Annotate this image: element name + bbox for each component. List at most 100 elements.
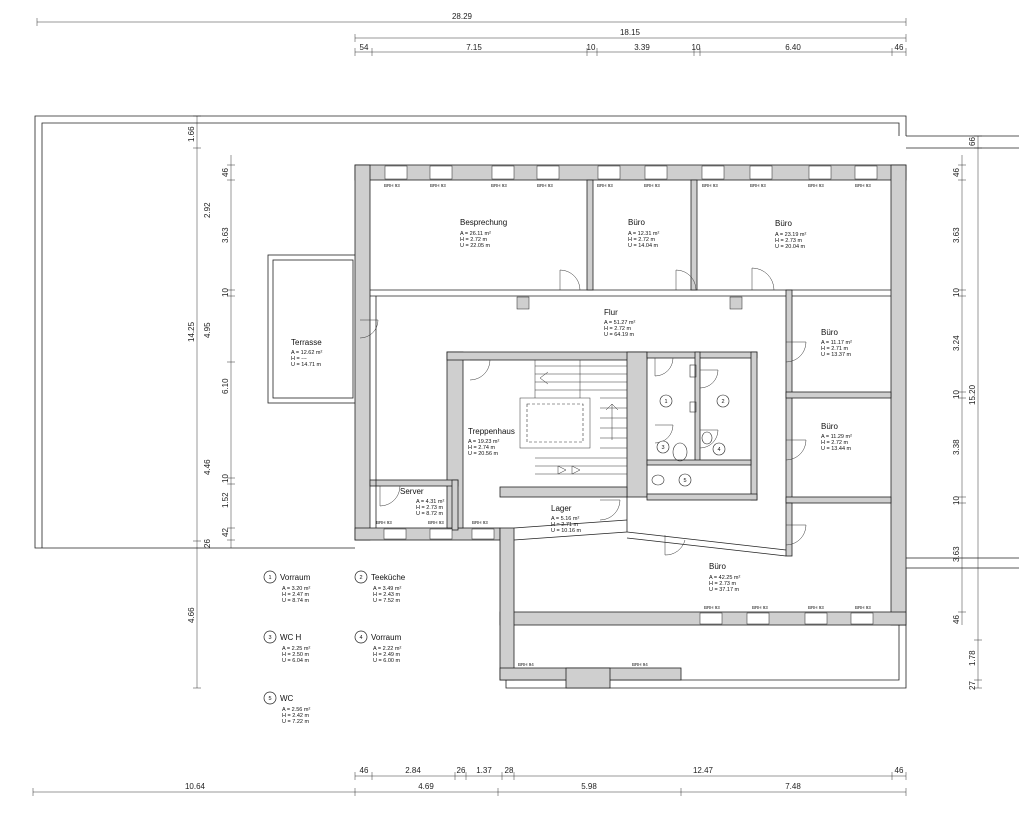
- brh-labels-top: BRH 93 BRH 93 BRH 93 BRH 93 BRH 93 BRH 9…: [384, 183, 871, 188]
- dim-bot-seg-4: 28: [505, 766, 514, 775]
- bottom-windows: [383, 528, 874, 625]
- dim-bot-seg-0: 46: [360, 766, 369, 775]
- legend-perimeter: U = 6.00 m: [373, 658, 400, 664]
- dim-right-outer-2: 1.78: [968, 650, 977, 666]
- legend-number: 4: [359, 635, 362, 641]
- room-buero-2: Büro A = 23.19 m² H = 2.73 m U = 20.04 m: [775, 219, 807, 250]
- doors: [359, 267, 807, 556]
- room-area: A = 5.16 m²: [551, 516, 579, 522]
- room-buero-5: Büro A = 42.25 m² H = 2.73 m U = 37.17 m: [709, 562, 741, 593]
- room-height: H = 2.73 m: [416, 505, 443, 511]
- room-area: A = 4.31 m²: [416, 499, 444, 505]
- room-flur: Flur A = 51.27 m² H = 2.72 m U = 64.19 m: [604, 308, 636, 338]
- room-terrasse: Terrasse A = 12.62 m² H = --- U = 14.71 …: [291, 338, 323, 368]
- left-dimensions: 1.66 14.25 4.66 46 2.92 3.63 10 4.95 6.1…: [187, 115, 235, 689]
- dim-bot-lower-0: 10.64: [185, 782, 206, 791]
- legend-item-5: 5 WC A = 2.56 m² H = 2.42 m U = 7.22 m: [263, 691, 310, 725]
- dim-top-seg-1: 7.15: [466, 43, 482, 52]
- terrasse-area: [267, 254, 359, 404]
- dim-bot-seg-3: 1.37: [476, 766, 492, 775]
- brh-label: BRH 93: [644, 183, 660, 188]
- dim-top-second: 18.15: [620, 28, 641, 37]
- room-height: H = 2.71 m: [821, 346, 848, 352]
- dim-right-outer-3: 27: [968, 681, 977, 690]
- dim-right-inner-2: 10: [952, 288, 961, 297]
- room-height: H = 2.72 m: [628, 237, 655, 243]
- dim-top-overall: 28.29: [452, 12, 473, 21]
- dim-left-outer-2: 4.66: [187, 607, 196, 623]
- bottom-dimensions: 46 2.84 26 1.37 28 12.47 46 10.64 4.69 5…: [32, 766, 907, 796]
- dim-top-seg-6: 46: [895, 43, 904, 52]
- legend-name: Vorraum: [371, 633, 402, 642]
- legend-area: A = 2.22 m²: [373, 646, 401, 652]
- dim-right-inner-0: 46: [952, 168, 961, 177]
- room-area: A = 12.31 m²: [628, 231, 660, 237]
- room-height: H = 2.74 m: [468, 445, 495, 451]
- room-height: H = 2.72 m: [460, 237, 487, 243]
- legend-number: 5: [268, 696, 271, 702]
- dim-bot-lower-2: 5.98: [581, 782, 597, 791]
- brh-label: BRH 93: [704, 605, 720, 610]
- legend-area: A = 2.56 m²: [282, 707, 310, 713]
- room-name: Büro: [628, 218, 645, 227]
- legend-name: Teeküche: [371, 573, 406, 582]
- legend-perimeter: U = 7.22 m: [282, 719, 309, 725]
- room-name: Flur: [604, 308, 618, 317]
- brh-label: BRH 94: [632, 662, 648, 667]
- marker-4: 4: [717, 447, 720, 453]
- room-area: A = 23.19 m²: [775, 232, 807, 238]
- dim-left-inner-1: 2.92: [203, 202, 212, 218]
- dim-left-inner-7: 10: [221, 474, 230, 483]
- room-perimeter: U = 14.04 m: [628, 243, 659, 249]
- room-area: A = 26.11 m²: [460, 231, 491, 237]
- dim-left-inner-9: 42: [221, 528, 230, 537]
- dim-right-inner-8: 46: [952, 615, 961, 624]
- room-area: A = 12.62 m²: [291, 350, 323, 356]
- legend-name: Vorraum: [280, 573, 311, 582]
- room-height: H = ---: [291, 356, 307, 362]
- room-area: A = 11.29 m²: [821, 434, 852, 440]
- marker-1: 1: [664, 399, 667, 405]
- room-buero-1: Büro A = 12.31 m² H = 2.72 m U = 14.04 m: [628, 218, 660, 249]
- room-perimeter: U = 20.04 m: [775, 244, 806, 250]
- room-name: Terrasse: [291, 338, 322, 347]
- brh-label: BRH 94: [518, 662, 534, 667]
- room-area: A = 42.25 m²: [709, 575, 741, 581]
- dim-left-inner-4: 4.95: [203, 322, 212, 338]
- room-perimeter: U = 22.05 m: [460, 243, 491, 249]
- legend-height: H = 2.49 m: [373, 652, 400, 658]
- room-perimeter: U = 10.16 m: [551, 528, 582, 534]
- brh-label: BRH 93: [472, 520, 488, 525]
- dim-right-outer-1: 15.20: [968, 384, 977, 405]
- room-lager: Lager A = 5.16 m² H = 2.71 m U = 10.16 m: [551, 504, 582, 534]
- dim-right-outer-0: 66: [968, 137, 977, 146]
- room-perimeter: U = 14.71 m: [291, 362, 322, 368]
- brh-label: BRH 93: [752, 605, 768, 610]
- dim-right-inner-5: 3.38: [952, 439, 961, 455]
- room-name: Büro: [821, 422, 838, 431]
- room-area: A = 51.27 m²: [604, 320, 636, 326]
- room-name: Treppenhaus: [468, 427, 515, 436]
- brh-label: BRH 93: [855, 605, 871, 610]
- legend-perimeter: U = 8.74 m: [282, 598, 309, 604]
- room-name: Lager: [551, 504, 572, 513]
- room-height: H = 2.71 m: [551, 522, 578, 528]
- brh-label: BRH 93: [702, 183, 718, 188]
- dim-top-seg-4: 10: [692, 43, 701, 52]
- room-name: Büro: [709, 562, 726, 571]
- legend-item-2: 2 Teeküche A = 3.49 m² H = 2.43 m U = 7.…: [354, 570, 406, 604]
- marker-3: 3: [661, 445, 664, 451]
- dim-bot-seg-2: 26: [457, 766, 466, 775]
- dim-bot-lower-1: 4.69: [418, 782, 434, 791]
- outer-slab: [34, 115, 1019, 689]
- room-area: A = 19.23 m²: [468, 439, 500, 445]
- legend-area: A = 3.49 m²: [373, 586, 401, 592]
- dim-left-inner-6: 4.46: [203, 459, 212, 475]
- dim-top-seg-0: 54: [360, 43, 369, 52]
- dim-left-inner-3: 10: [221, 288, 230, 297]
- brh-label: BRH 93: [376, 520, 392, 525]
- marker-5: 5: [683, 478, 686, 484]
- sanitary-fixtures: [651, 364, 713, 486]
- dim-bot-seg-6: 46: [895, 766, 904, 775]
